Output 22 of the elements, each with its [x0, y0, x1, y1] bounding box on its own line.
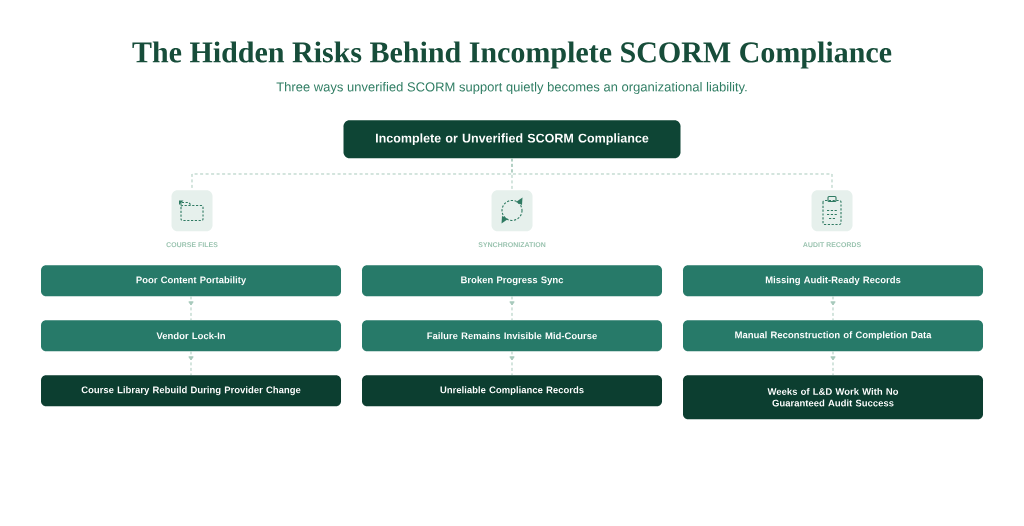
- arrow: [830, 295, 836, 321]
- arrow: [188, 295, 194, 321]
- process-box: Poor Content Portability: [41, 265, 341, 297]
- process-box: Missing Audit-Ready Records: [683, 265, 983, 297]
- subtitle: Three ways unverified SCORM support quietly becomes an organizational liability.: [276, 81, 747, 95]
- arrow: [830, 350, 836, 376]
- title: The Hidden Risks Behind Incomplete SCORM Compliance: [132, 41, 892, 69]
- arrow: [509, 295, 515, 321]
- process-box: Course Library Rebuild During Provider Change: [41, 375, 341, 407]
- arrow: [509, 350, 515, 376]
- process-box: Vendor Lock-In: [41, 320, 341, 352]
- header-box: Incomplete or Unverified SCORM Compliance: [343, 120, 681, 159]
- process-box: Unreliable Compliance Records: [362, 375, 662, 407]
- process-box: Weeks of L&D Work With No Guaranteed Audit Success: [683, 375, 983, 420]
- clipboard-icon: [811, 190, 853, 232]
- process-box: Failure Remains Invisible Mid-Course: [362, 320, 662, 352]
- arrow: [188, 350, 194, 376]
- sync-icon: [491, 190, 533, 232]
- connector-line: [511, 157, 833, 191]
- folder-icon: [171, 190, 213, 232]
- process-box: Manual Reconstruction of Completion Data: [683, 320, 983, 352]
- process-box: Broken Progress Sync: [362, 265, 662, 297]
